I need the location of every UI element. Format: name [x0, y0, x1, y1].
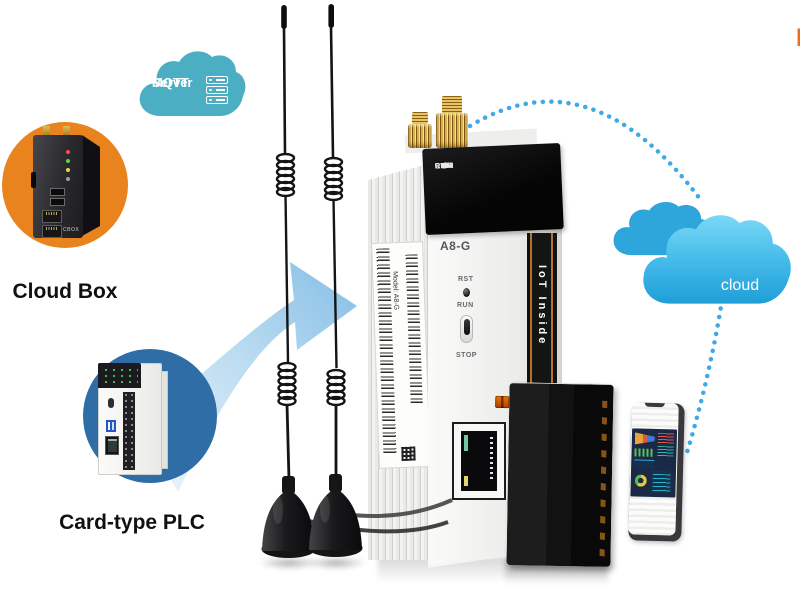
antenna-connector-icon [63, 126, 70, 136]
rj45-jack [461, 431, 497, 491]
rj45-pins [490, 437, 493, 481]
antenna-base-shadow [305, 556, 367, 570]
server-unit-icon [206, 96, 228, 104]
card-plc-device [98, 363, 174, 479]
ethernet-port [42, 225, 62, 238]
card-plc-label: Card-type PLC [59, 511, 205, 534]
title-hmi: HMI [796, 24, 800, 53]
antenna-base-shadow [258, 556, 320, 570]
phone-screen [628, 402, 679, 536]
line-chart [634, 459, 655, 469]
ethernet-port [42, 210, 62, 223]
terminal-strip [123, 392, 135, 470]
device-side-face [82, 135, 100, 236]
cloud-to-phone-dotted-link [683, 297, 725, 459]
run-label: RUN [457, 302, 474, 309]
reset-label: RST [458, 276, 474, 283]
title-plc: PLC [796, 24, 800, 53]
antenna-whip [275, 5, 297, 481]
smartphone-hmi [628, 402, 685, 542]
connector-thread [412, 112, 428, 125]
device-brand-text: CBOX [63, 227, 80, 233]
server-rack-icon [206, 76, 230, 106]
antenna-cable [342, 498, 453, 518]
data-table-teal [657, 446, 674, 457]
led-grid [102, 367, 138, 385]
device-flange [161, 371, 168, 469]
sma-antenna-connector [408, 112, 432, 148]
ethernet-port [105, 436, 119, 455]
rj45-led-yellow [464, 476, 468, 486]
bar-chart-green [634, 448, 653, 457]
rj45-led-green [464, 435, 468, 451]
data-table-red [657, 433, 675, 444]
cloud-box-label: Cloud Box [12, 280, 118, 303]
run-stop-switch [460, 315, 473, 343]
donut-chart [634, 474, 647, 487]
plc-to-cloud-dotted-link [467, 99, 706, 206]
mode-switch [108, 398, 114, 408]
ethernet-port [452, 422, 506, 500]
phone-notch [644, 402, 665, 408]
sma-antenna-connector [436, 96, 468, 148]
mqtt-server-cloud: MQTT Server [136, 44, 246, 126]
funnel-chart [635, 432, 655, 445]
connector-knurl [436, 112, 468, 148]
antenna-base [308, 474, 363, 557]
status-led-red [66, 150, 70, 154]
model-label: A8-G [440, 239, 471, 253]
antenna-base [261, 476, 316, 558]
iot-inside-text: IoT Inside [536, 265, 548, 347]
mqtt-line1: MQTT [152, 75, 189, 90]
status-led-green [66, 159, 70, 163]
connector-thread [441, 96, 463, 114]
usb-port [50, 198, 65, 206]
antenna-connector-icon [43, 126, 50, 136]
cloud-label: cloud [720, 277, 760, 294]
sim-slot [31, 172, 36, 188]
server-unit-icon [206, 76, 228, 84]
hmi-dashboard [630, 428, 678, 498]
usb-port [50, 188, 65, 196]
antenna-whip [323, 4, 346, 478]
connector-knurl [408, 123, 432, 148]
data-panel-teal [650, 470, 674, 494]
server-unit-icon [206, 86, 228, 94]
spreadsheet-rows [631, 406, 679, 430]
spreadsheet-rows [628, 496, 677, 536]
status-led-gray [66, 177, 70, 181]
reset-hole [463, 288, 470, 297]
status-led-yellow [66, 168, 70, 172]
cloud-box-device: CBOX [31, 126, 105, 240]
main-plc-a8g: Model: A8-G PWR 0 1 2 3 RUN 4 5 [365, 90, 615, 590]
front-cloud [643, 215, 791, 304]
mqtt-line2: Server [152, 75, 193, 90]
dip-switch [106, 420, 116, 432]
stop-label: STOP [456, 352, 477, 359]
